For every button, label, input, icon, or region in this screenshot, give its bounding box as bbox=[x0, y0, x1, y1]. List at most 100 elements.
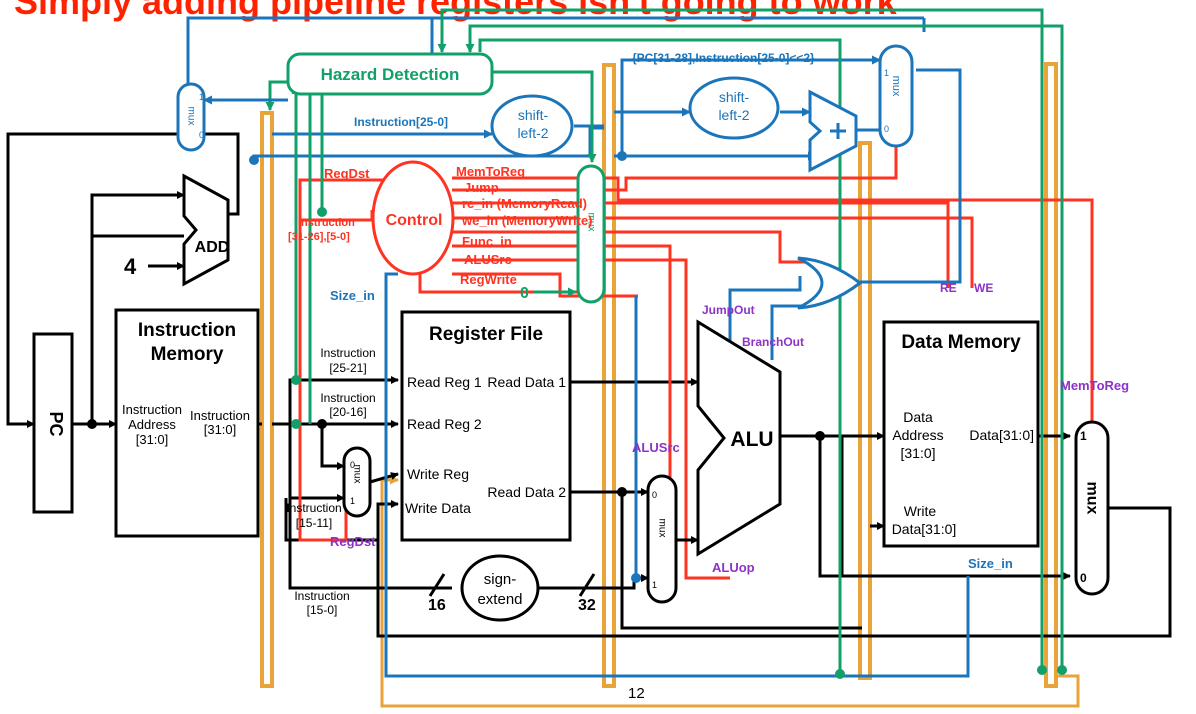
branch-or-gate bbox=[797, 256, 863, 310]
dmem-write-2: Data[31:0] bbox=[892, 521, 957, 537]
bit-width-16: 16 bbox=[428, 597, 446, 614]
label-regdst-top: RegDst bbox=[324, 166, 370, 181]
label-alusrc: ALUSrc bbox=[464, 252, 512, 267]
control-signal-wires bbox=[298, 110, 1094, 580]
sign-extend: sign- extend bbox=[460, 554, 540, 622]
hazard-wires bbox=[265, 8, 1064, 672]
pipeline-register-id-ex bbox=[602, 63, 616, 688]
shift2-line1: shift- bbox=[719, 89, 750, 105]
bit-width-32: 32 bbox=[578, 597, 596, 614]
constant-four: 4 bbox=[124, 254, 137, 279]
memtoreg-mux-label: mux bbox=[1084, 482, 1101, 515]
imem-in-2: Address bbox=[128, 417, 176, 432]
dmem-addr-3: [31:0] bbox=[900, 445, 935, 461]
label-we-in: we_in (MemoryWrite) bbox=[461, 213, 593, 228]
label-memtoreg-mux: MemToReg bbox=[1060, 378, 1129, 393]
read-data-2-label: Read Data 2 bbox=[487, 484, 566, 500]
label-size-in: Size_in bbox=[330, 288, 375, 303]
label-alusrc-mux: ALUSrc bbox=[632, 440, 680, 455]
alu-label: ALU bbox=[730, 428, 773, 451]
imem-title-2: Memory bbox=[151, 344, 224, 365]
pipeline-register-mem-wb bbox=[1044, 62, 1058, 688]
pipeline-registers bbox=[260, 62, 1058, 688]
label-i150-b: [15-0] bbox=[307, 603, 338, 617]
alusrc-mux-in-1: 1 bbox=[652, 580, 657, 590]
imem-out-2: [31:0] bbox=[204, 422, 237, 437]
memtoreg-mux-in-1: 1 bbox=[1080, 429, 1087, 443]
control-label: Control bbox=[386, 212, 443, 229]
imem-out-1: Instruction bbox=[190, 408, 250, 423]
regdst-mux-in-1: 1 bbox=[350, 496, 355, 506]
label-i2016-a: Instruction bbox=[320, 391, 375, 405]
sign-extend-line2: extend bbox=[477, 591, 522, 608]
label-branchout: BranchOut bbox=[742, 335, 804, 349]
label-instr-31-26: Instruction bbox=[298, 217, 355, 229]
label-jump: Jump bbox=[464, 180, 499, 195]
pc-label: PC bbox=[46, 411, 66, 436]
red-labels: RegDst Instruction [31-26],[5-0] MemToRe… bbox=[288, 164, 593, 287]
alusrc-mux-in-0: 0 bbox=[652, 490, 657, 500]
pc-adder: ADD bbox=[182, 173, 230, 287]
regdst-mux-label: mux bbox=[352, 465, 363, 484]
label-i1511-a: Instruction bbox=[286, 501, 341, 515]
imem-in-1: Instruction bbox=[122, 402, 182, 417]
dmem-addr-1: Data bbox=[903, 409, 933, 425]
memtoreg-mux: mux 1 0 bbox=[1074, 420, 1110, 596]
hazard-detection-unit: Hazard Detection bbox=[286, 52, 494, 96]
read-reg-1-label: Read Reg 1 bbox=[407, 374, 482, 390]
label-we: WE bbox=[974, 281, 993, 295]
label-i1511-b: [15-11] bbox=[296, 516, 332, 530]
sign-extend-line1: sign- bbox=[484, 571, 517, 588]
branch-adder bbox=[808, 89, 858, 173]
dmem-title: Data Memory bbox=[901, 332, 1021, 353]
shift1-line1: shift- bbox=[518, 107, 549, 123]
imem-title-1: Instruction bbox=[138, 320, 236, 341]
pipeline-register-if-id bbox=[260, 111, 274, 688]
label-jumpout: JumpOut bbox=[702, 303, 755, 317]
dmem-data-out: Data[31:0] bbox=[969, 427, 1034, 443]
control-stall-mux: mux bbox=[576, 164, 606, 304]
pipeline-register-ex-mem bbox=[858, 141, 872, 680]
label-i2016-b: [20-16] bbox=[329, 405, 366, 419]
blue-junctions bbox=[249, 151, 641, 583]
label-re: RE bbox=[940, 281, 957, 295]
data-memory: Data Memory Data Address [31:0] Data[31:… bbox=[882, 320, 1040, 548]
wire-width-12: 12 bbox=[628, 685, 645, 702]
dmem-addr-2: Address bbox=[892, 427, 943, 443]
label-regdst-mux: RegDst bbox=[330, 534, 376, 549]
pc-mux-in-0: 0 bbox=[199, 130, 204, 140]
jump-mux-in-1: 1 bbox=[884, 68, 889, 78]
label-func-in: Func_in bbox=[462, 234, 512, 249]
regfile-title: Register File bbox=[429, 324, 543, 345]
alu: ALU bbox=[696, 319, 782, 557]
instruction-memory: Instruction Memory Instruction Address [… bbox=[114, 308, 260, 538]
regdst-mux-in-0: 0 bbox=[350, 460, 355, 470]
memtoreg-mux-in-0: 0 bbox=[1080, 571, 1087, 585]
shift-left-2-jump: shift- left-2 bbox=[490, 94, 574, 158]
label-aluop: ALUop bbox=[712, 560, 755, 575]
label-instr-25-0: Instruction[25-0] bbox=[354, 115, 448, 129]
alusrc-mux-label: mux bbox=[657, 519, 668, 538]
read-reg-2-label: Read Reg 2 bbox=[407, 416, 482, 432]
label-instr-31-26-b: [31-26],[5-0] bbox=[288, 231, 350, 243]
instruction-field-labels: Instruction [25-21] Instruction [20-16] … bbox=[286, 346, 375, 617]
blue-labels: {PC[31-28],Instruction[25-0]<<2} Instruc… bbox=[330, 51, 1013, 571]
wire-junctions bbox=[87, 419, 825, 497]
read-data-1-label: Read Data 1 bbox=[487, 374, 566, 390]
write-reg-label: Write Reg bbox=[407, 466, 469, 482]
jump-mux-in-0: 0 bbox=[884, 124, 889, 134]
label-i2521-a: Instruction bbox=[320, 346, 375, 360]
pc-mux-label: mux bbox=[186, 107, 197, 126]
label-size-in-mem: Size_in bbox=[968, 556, 1013, 571]
jump-mux-label: mux bbox=[890, 76, 902, 97]
purple-labels: JumpOut BranchOut ALUSrc ALUop RegDst Me… bbox=[330, 281, 1129, 575]
hazard-detection-label: Hazard Detection bbox=[321, 65, 460, 84]
imem-in-3: [31:0] bbox=[136, 432, 169, 447]
pc-source-mux: mux 1 0 bbox=[176, 82, 206, 152]
control-unit: Control bbox=[371, 160, 455, 276]
write-data-label: Write Data bbox=[405, 500, 471, 516]
regdst-mux: mux 0 1 bbox=[342, 446, 372, 518]
label-re-in: re_in (MemoryRead) bbox=[462, 196, 587, 211]
label-i2521-b: [25-21] bbox=[329, 361, 366, 375]
